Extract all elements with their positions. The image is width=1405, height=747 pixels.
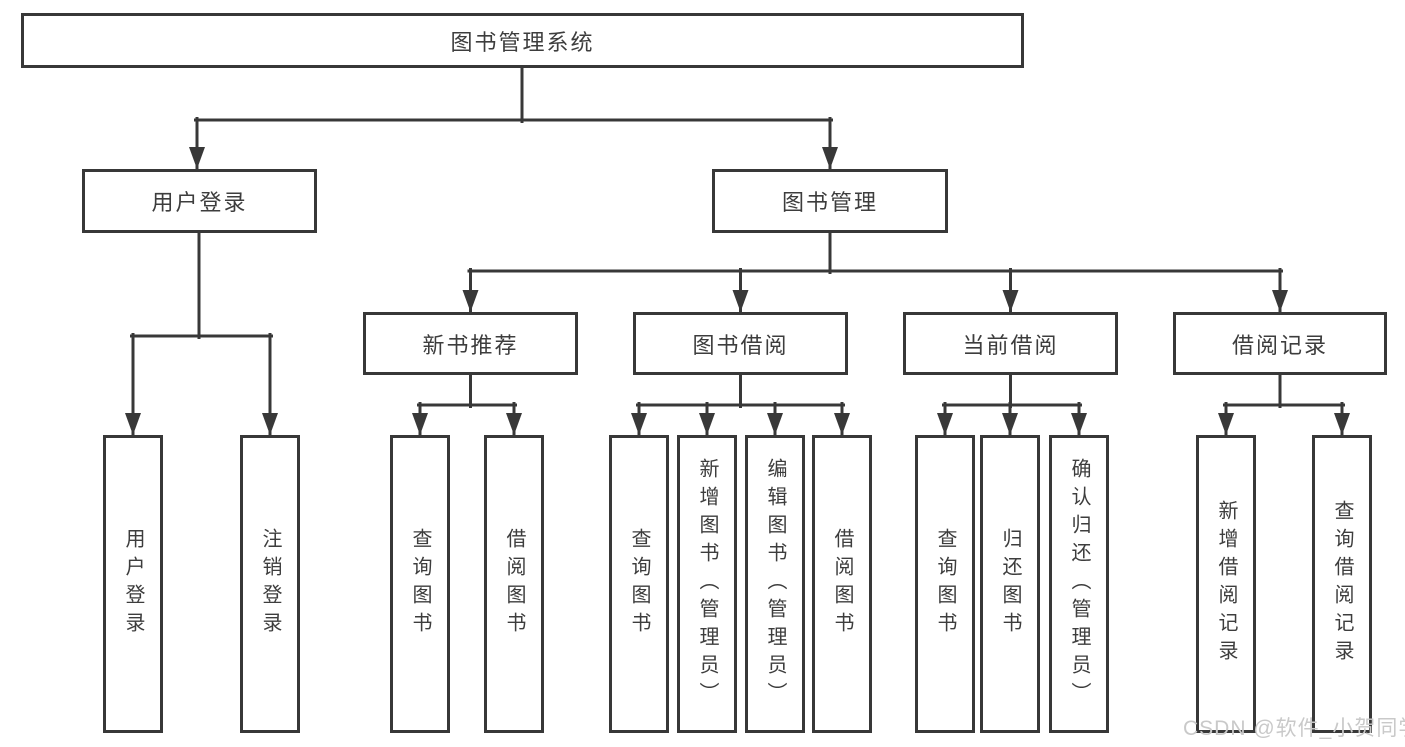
node-borrow-book-recommend-label: 借阅图书 xyxy=(503,528,525,640)
node-book-borrow-label: 图书借阅 xyxy=(692,332,789,358)
node-new-book-recommend-label: 新书推荐 xyxy=(422,332,519,358)
node-book-borrow: 图书借阅 xyxy=(633,312,848,375)
node-edit-book-admin: 编辑图书（管理员） xyxy=(745,435,805,733)
node-root: 图书管理系统 xyxy=(21,13,1024,68)
node-return-book: 归还图书 xyxy=(980,435,1040,733)
node-borrow-records: 借阅记录 xyxy=(1173,312,1387,375)
node-add-borrow-record-label: 新增借阅记录 xyxy=(1215,500,1237,668)
node-query-book-borrow-label: 查询图书 xyxy=(628,528,650,640)
node-return-book-label: 归还图书 xyxy=(999,528,1021,640)
node-add-book-admin: 新增图书（管理员） xyxy=(677,435,737,733)
node-borrow-book-leaf-label: 借阅图书 xyxy=(831,528,853,640)
node-query-book-recommend: 查询图书 xyxy=(390,435,450,733)
node-user-login-leaf: 用户登录 xyxy=(103,435,163,733)
node-query-book-current-label: 查询图书 xyxy=(934,528,956,640)
node-add-book-admin-label: 新增图书（管理员） xyxy=(696,458,718,710)
node-user-login-label: 用户登录 xyxy=(151,190,248,215)
node-borrow-book-leaf: 借阅图书 xyxy=(812,435,872,733)
node-book-management: 图书管理 xyxy=(712,169,948,233)
node-new-book-recommend: 新书推荐 xyxy=(363,312,578,375)
node-user-login: 用户登录 xyxy=(82,169,317,233)
node-query-book-borrow: 查询图书 xyxy=(609,435,669,733)
node-borrow-book-recommend: 借阅图书 xyxy=(484,435,544,733)
node-logout-label: 注销登录 xyxy=(259,528,281,640)
node-query-borrow-record-label: 查询借阅记录 xyxy=(1331,500,1353,668)
node-user-login-leaf-label: 用户登录 xyxy=(122,528,144,640)
node-query-borrow-record: 查询借阅记录 xyxy=(1312,435,1372,733)
node-borrow-records-label: 借阅记录 xyxy=(1231,332,1328,358)
node-current-borrow-label: 当前借阅 xyxy=(962,332,1059,358)
node-logout: 注销登录 xyxy=(240,435,300,733)
node-query-book-recommend-label: 查询图书 xyxy=(409,528,431,640)
node-confirm-return-admin-label: 确认归还（管理员） xyxy=(1068,458,1090,710)
node-add-borrow-record: 新增借阅记录 xyxy=(1196,435,1256,733)
node-edit-book-admin-label: 编辑图书（管理员） xyxy=(764,458,786,710)
node-query-book-current: 查询图书 xyxy=(915,435,975,733)
node-book-management-label: 图书管理 xyxy=(781,190,878,215)
node-root-label: 图书管理系统 xyxy=(450,29,595,55)
node-confirm-return-admin: 确认归还（管理员） xyxy=(1049,435,1109,733)
node-current-borrow: 当前借阅 xyxy=(903,312,1118,375)
watermark: CSDN @软件_小贺同学 xyxy=(1183,717,1405,740)
